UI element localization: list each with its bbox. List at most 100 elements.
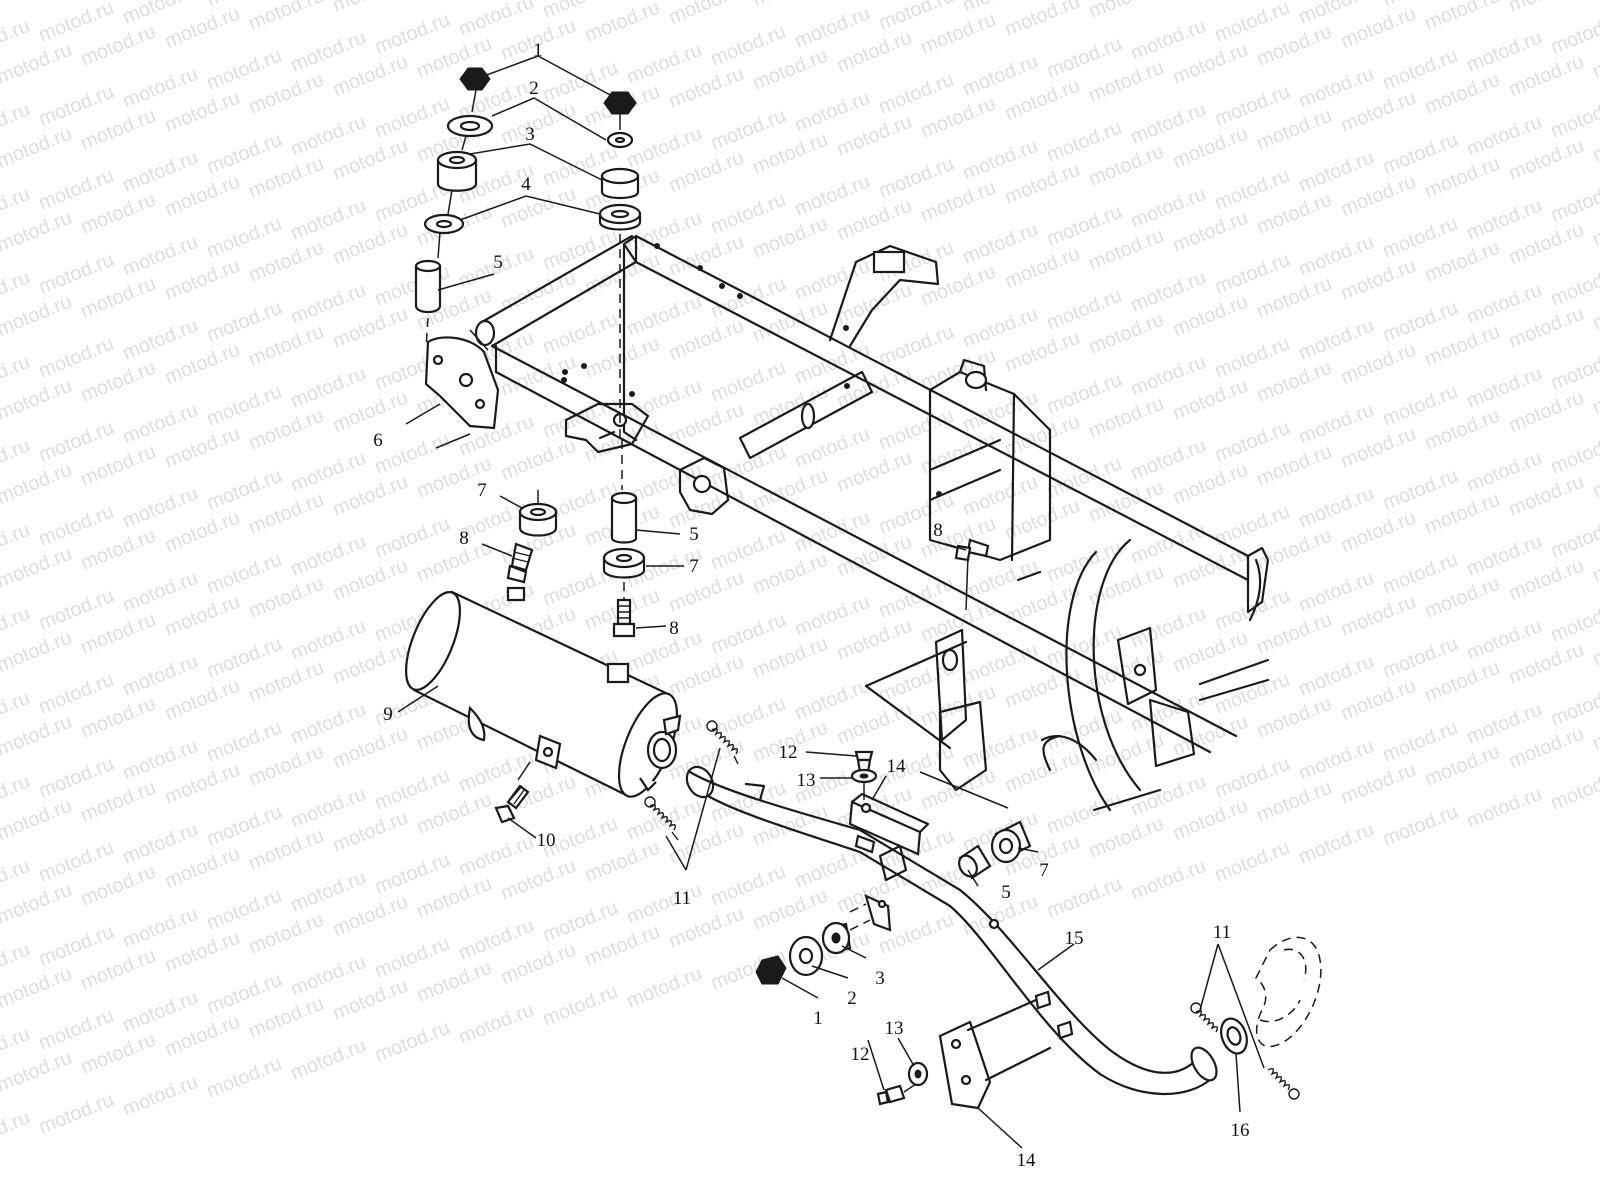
watermark-text: motod.ru (1254, 21, 1335, 71)
watermark-text: motod.ru (1548, 765, 1600, 815)
left-lower-bushing (506, 490, 558, 584)
watermark-text: motod.ru (1506, 219, 1587, 269)
watermark-text: motod.ru (1506, 303, 1587, 353)
watermark-text: motod.ru (1548, 93, 1600, 143)
watermark-text: motod.ru (414, 873, 495, 923)
watermark-text: motod.ru (78, 189, 159, 239)
watermark-text: motod.ru (414, 957, 495, 1007)
mounting-plate (424, 329, 500, 430)
watermark-text: motod.ru (0, 879, 75, 929)
watermark-text: motod.ru (288, 1035, 369, 1085)
watermark-text: motod.ru (1296, 819, 1377, 869)
watermark-text: motod.ru (1338, 591, 1419, 641)
callout-9: 9 (383, 704, 393, 725)
watermark-text: motod.ru (1086, 57, 1167, 107)
watermark-text: motod.ru (1548, 345, 1600, 395)
watermark-text: motod.ru (582, 837, 663, 887)
watermark-text: motod.ru (666, 0, 747, 29)
watermark-text: motod.ru (36, 1089, 117, 1139)
callout-5-pipe: 5 (1001, 882, 1011, 903)
watermark-text: motod.ru (918, 93, 999, 143)
watermark-text: motod.ru (330, 975, 411, 1025)
watermark-text: motod.ru (330, 639, 411, 689)
watermark-text: motod.ru (78, 105, 159, 155)
watermark-text: motod.ru (1170, 795, 1251, 845)
watermark-text: motod.ru (498, 99, 579, 149)
watermark-text: motod.ru (750, 45, 831, 95)
watermark-text: motod.ru (1380, 801, 1461, 851)
watermark-text: motod.ru (246, 237, 327, 287)
watermark-text: motod.ru (1338, 339, 1419, 389)
watermark-text: motod.ru (750, 0, 831, 11)
watermark-text: motod.ru (1002, 75, 1083, 125)
watermark-text: motod.ru (246, 153, 327, 203)
upper-bracket-bolt (850, 750, 878, 800)
watermark-text: motod.ru (1506, 387, 1587, 437)
watermark-text: motod.ru (1170, 459, 1251, 509)
watermark-text: motod.ru (1338, 171, 1419, 221)
callout-5-center: 5 (689, 524, 699, 545)
watermark-text: motod.ru (330, 723, 411, 773)
watermark-text: motod.ru (162, 591, 243, 641)
watermark-text: motod.ru (330, 219, 411, 269)
watermark-text: motod.ru (330, 0, 411, 17)
watermark-text: motod.ru (582, 0, 663, 47)
watermark-text: motod.ru (750, 297, 831, 347)
watermark-text: motod.ru (834, 195, 915, 245)
watermark-text: motod.ru (1422, 0, 1503, 35)
watermark-text: motod.ru (918, 261, 999, 311)
watermark-text: motod.ru (1422, 237, 1503, 287)
callout-2-top: 2 (529, 78, 539, 99)
watermark-text: motod.ru (750, 129, 831, 179)
watermark-text: motod.ru (1548, 9, 1600, 59)
watermark-text: motod.ru (1422, 573, 1503, 623)
watermark-text: motod.ru (1002, 495, 1083, 545)
watermark-text: motod.ru (1548, 513, 1600, 563)
watermark-text: motod.ru (1002, 243, 1083, 293)
watermark-text: motod.ru (162, 927, 243, 977)
watermark-text: motod.ru (918, 681, 999, 731)
watermark-text: motod.ru (750, 549, 831, 599)
watermark-text: motod.ru (1338, 675, 1419, 725)
callout-10: 10 (537, 830, 556, 851)
watermark-text: motod.ru (0, 123, 75, 173)
watermark-text: motod.ru (666, 567, 747, 617)
callout-7-pipe: 7 (1039, 860, 1049, 881)
exhaust-pipe (685, 765, 1218, 1096)
watermark-text: motod.ru (0, 711, 75, 761)
center-lower-stack (602, 440, 646, 638)
pipe-bracket-upper (848, 771, 1009, 856)
muffler-springs (644, 720, 739, 841)
watermark-text: motod.ru (162, 759, 243, 809)
watermark-text: motod.ru (1506, 723, 1587, 773)
watermark-text: motod.ru (750, 381, 831, 431)
watermark-text: motod.ru (1338, 255, 1419, 305)
watermark-text: motod.ru (582, 921, 663, 971)
watermark-text: motod.ru (498, 183, 579, 233)
watermark-text: motod.ru (204, 1053, 285, 1103)
watermark-text: motod.ru (1548, 177, 1600, 227)
watermark-text: motod.ru (1422, 741, 1503, 791)
watermark-text: motod.ru (834, 279, 915, 329)
watermark-text: motod.ru (1338, 87, 1419, 137)
watermark-text: motod.ru (1170, 123, 1251, 173)
watermark-text: motod.ru (78, 357, 159, 407)
watermark-text: motod.ru (582, 333, 663, 383)
callout-1-bottom: 1 (813, 1008, 823, 1029)
watermark-text: motod.ru (1422, 69, 1503, 119)
leader-lines (397, 55, 1265, 1149)
watermark-text: motod.ru (162, 507, 243, 557)
watermark-text: motod.ru (1170, 375, 1251, 425)
watermark-text: motod.ru (498, 939, 579, 989)
watermark-text: motod.ru (1338, 507, 1419, 557)
callout-15: 15 (1065, 928, 1084, 949)
watermark-text: motod.ru (78, 21, 159, 71)
watermark-text: motod.ru (498, 435, 579, 485)
watermark-text: motod.ru (1548, 261, 1600, 311)
watermark-text: motod.ru (834, 27, 915, 77)
watermark-text: motod.ru (78, 1029, 159, 1079)
watermark-text: motod.ru (666, 315, 747, 365)
callouts: 1 2 3 4 5 6 7 8 5 7 8 8 9 10 11 12 13 14… (373, 40, 1249, 1171)
watermark-text: motod.ru (78, 273, 159, 323)
watermark-text: motod.ru (246, 741, 327, 791)
